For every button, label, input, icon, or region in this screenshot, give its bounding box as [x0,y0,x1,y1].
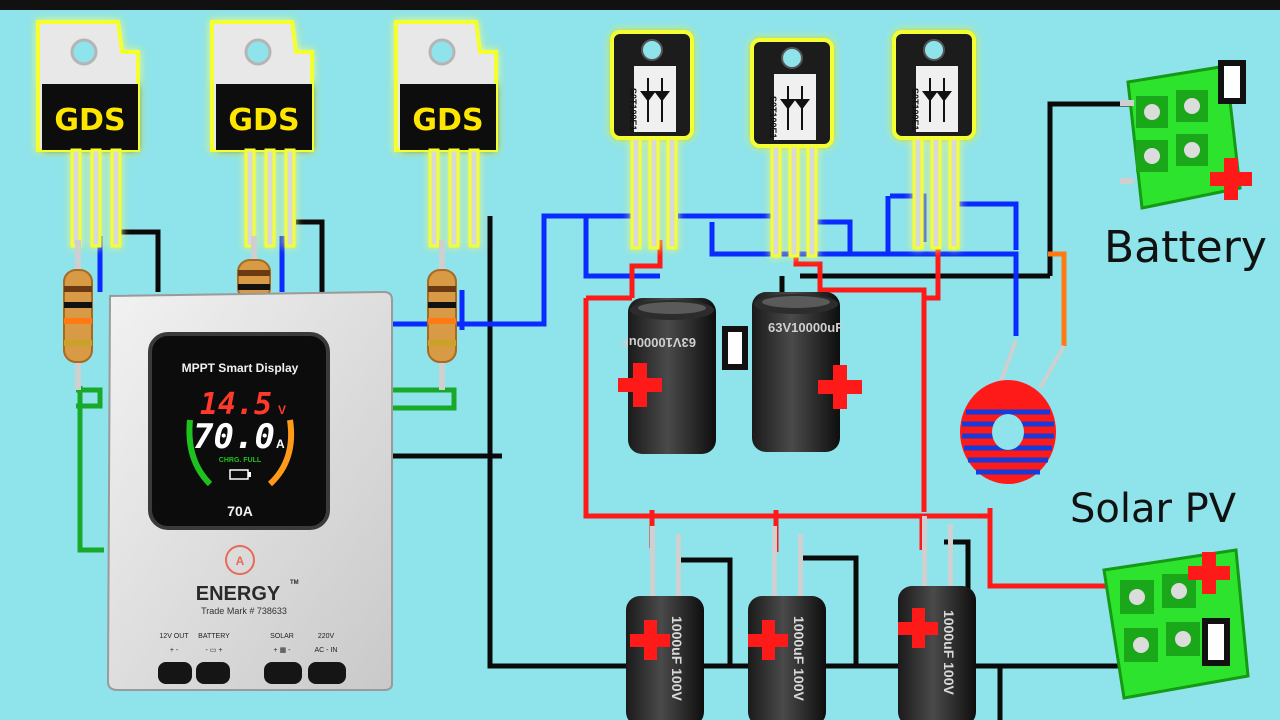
port-12v-out [158,662,192,684]
mosfet-marking: GDS [228,103,299,138]
minus-icon [722,326,748,370]
solar-pv-label: Solar PV [1070,486,1237,532]
battery-terminal-block [1120,60,1252,210]
mosfet: GDS [210,20,314,248]
capacitor-marking: 1000uF 100V [941,610,957,695]
diode: S0T100E1 [892,30,976,250]
solar-terminal-block [1102,548,1250,700]
port-battery [196,662,230,684]
port-solar [264,662,302,684]
resistor [63,240,93,390]
port-labels: 12V OUT BATTERY SOLAR 220V + - - ▭ + + ▦… [159,633,337,654]
mosfet: GDS [394,20,498,248]
minus-icon [1202,618,1230,666]
plus-icon [818,365,862,409]
display-bezel [148,332,330,530]
wire-red [583,230,1110,589]
minus-icon [1218,60,1246,104]
mosfet-marking: GDS [412,103,483,138]
port-220v [308,662,346,684]
gauge-arc-right [267,419,295,487]
resistor [427,240,457,390]
plus-icon [630,620,670,660]
top-bar [0,0,1280,10]
voltage-readout: 14.5 [200,387,272,422]
port-polarity-220v: AC - IN [315,647,338,654]
capacitor-marking: 63V10000uF [621,335,696,350]
brand-logo: A [225,545,255,575]
gauge-arc-left [186,419,213,487]
plus-icon [618,363,662,407]
large-capacitor: 63V10000uF [618,298,716,454]
port-label-220v: 220V [318,633,335,640]
port-polarity-battery: - ▭ + [206,647,223,654]
voltage-unit: V [278,403,286,417]
mppt-controller: MPPT Smart Display 14.5 V 70.0 A CHRG. F… [106,290,393,691]
trade-mark: Trade Mark # 738633 [201,606,287,616]
diode-array: S0T100E1 S0T100E1 S0T1 [610,30,976,258]
plus-icon [898,608,938,648]
wires [76,101,1130,720]
port-label-12v-out: 12V OUT [159,633,189,640]
port-label-solar: SOLAR [270,633,294,640]
wire-blue [97,193,1019,336]
diode-marking: S0T100E1 [910,88,920,131]
plus-icon [1210,158,1252,200]
port-label-battery: BATTERY [198,633,230,640]
trademark-symbol: TM [290,580,299,586]
svg-text:A: A [236,554,245,568]
diode-marking: S0T100E1 [628,88,638,131]
mosfet-array: GDS GDS GDS [36,20,498,248]
port-polarity-12v-out: + - [170,647,179,654]
battery-label: Battery [1104,222,1267,273]
mosfet-marking: GDS [54,103,125,138]
small-capacitor: 1000uF 100V [626,526,704,720]
brand-name: ENERGY [196,583,281,605]
battery-icon [229,469,251,480]
diode: S0T100E1 [610,30,694,250]
wire-orange [1048,251,1067,346]
mosfet: GDS [36,20,140,248]
capacitor-marking: 1000uF 100V [791,616,807,701]
large-capacitor: 63V10000uF [752,292,862,452]
plus-icon [748,620,788,660]
current-unit: A [276,437,285,451]
wire-green [76,386,457,553]
capacitor-marking: 1000uF 100V [669,616,685,701]
resistor-array [63,236,457,390]
plus-icon [1188,552,1230,594]
rating-label: 70A [227,503,253,519]
small-capacitor-bank: 1000uF 100V 1000uF 100V 1000uF 100V [626,516,976,720]
large-capacitor-bank: 63V10000uF 63V10000uF [618,292,862,454]
status-text: CHRG. FULL [219,457,262,464]
display-title: MPPT Smart Display [182,361,299,375]
current-readout: 70.0 [193,417,275,457]
diode-marking: S0T100E1 [768,96,778,139]
small-capacitor: 1000uF 100V [898,516,976,720]
small-capacitor: 1000uF 100V [748,526,826,720]
capacitor-marking: 63V10000uF [768,320,843,335]
toroid-inductor [960,339,1066,484]
diode: S0T100E1 [750,38,834,258]
port-polarity-solar: + ▦ - [274,647,292,654]
